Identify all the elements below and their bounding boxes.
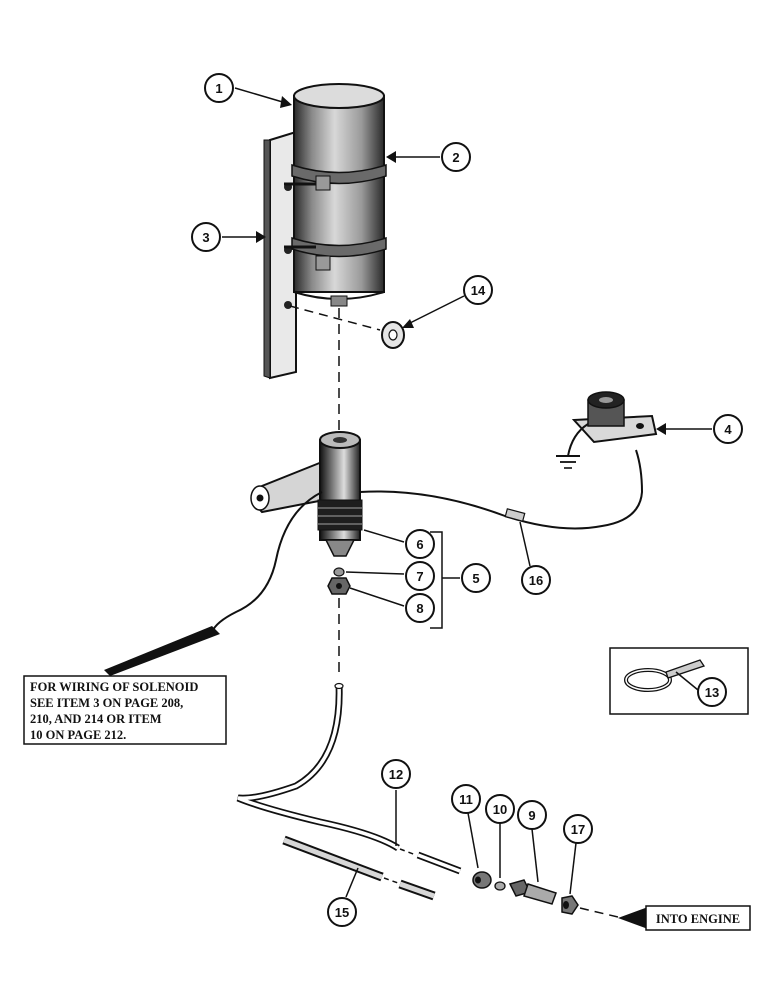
fitting-nut-11 — [472, 871, 492, 889]
svg-text:11: 11 — [459, 792, 473, 807]
callout-13: 13 — [697, 677, 727, 707]
callout-10: 10 — [485, 794, 515, 824]
svg-text:8: 8 — [416, 601, 423, 616]
callout-2: 2 — [441, 142, 471, 172]
wire-harness — [359, 449, 644, 530]
svg-text:7: 7 — [416, 569, 423, 584]
ferrule — [494, 881, 506, 891]
svg-text:2: 2 — [452, 150, 459, 165]
callout-5: 5 — [461, 563, 491, 593]
mounting-plate — [263, 130, 297, 380]
check-ball — [333, 567, 345, 577]
wiring-note-line-3: 210, AND 214 OR ITEM — [30, 712, 162, 726]
callout-8: 8 — [405, 593, 435, 623]
washer — [381, 321, 405, 349]
svg-text:16: 16 — [529, 573, 543, 588]
svg-text:3: 3 — [202, 230, 209, 245]
callout-1: 1 — [204, 73, 234, 103]
pressure-switch — [556, 391, 658, 469]
wiring-note-line-4: 10 ON PAGE 212. — [30, 728, 126, 742]
solenoid-valve — [250, 431, 363, 557]
wiring-note-line-1: FOR WIRING OF SOLENOID — [30, 680, 198, 694]
wiring-note-line-2: SEE ITEM 3 ON PAGE 208, — [30, 696, 183, 710]
mounting-strap — [284, 163, 387, 271]
leader-lines — [222, 87, 712, 898]
callout-14: 14 — [463, 275, 493, 305]
connector-9 — [508, 879, 557, 905]
callout-6: 6 — [405, 529, 435, 559]
svg-text:15: 15 — [335, 905, 349, 920]
solenoid-wire — [211, 491, 323, 633]
svg-text:INTO ENGINE: INTO ENGINE — [656, 912, 740, 926]
fitting-nut — [327, 577, 351, 595]
fluid-canister — [284, 83, 387, 307]
svg-text:1: 1 — [215, 81, 222, 96]
tube — [236, 682, 462, 875]
svg-text:12: 12 — [389, 767, 403, 782]
svg-text:4: 4 — [724, 422, 732, 437]
svg-text:9: 9 — [528, 808, 535, 823]
engine-label: INTO ENGINE — [618, 905, 751, 931]
engine-centerline — [579, 907, 623, 919]
callout-3: 3 — [191, 222, 221, 252]
svg-text:13: 13 — [705, 685, 719, 700]
callout-7: 7 — [405, 561, 435, 591]
callout-16: 16 — [521, 565, 551, 595]
svg-text:5: 5 — [472, 571, 479, 586]
wiring-note: FOR WIRING OF SOLENOID SEE ITEM 3 ON PAG… — [23, 626, 227, 745]
cable-tie-inset — [609, 647, 749, 715]
svg-text:10: 10 — [493, 802, 507, 817]
callout-12: 12 — [381, 759, 411, 789]
washer-centerline — [289, 305, 381, 331]
group-bracket — [430, 531, 443, 629]
svg-text:14: 14 — [471, 283, 486, 298]
svg-text:17: 17 — [571, 822, 585, 837]
ground-symbol — [556, 455, 580, 469]
sleeve — [282, 835, 436, 901]
svg-text:6: 6 — [416, 537, 423, 552]
callout-15: 15 — [327, 897, 357, 927]
callout-4: 4 — [713, 414, 743, 444]
fitting-17 — [561, 895, 579, 915]
callout-11: 11 — [451, 784, 481, 814]
callout-17: 17 — [563, 814, 593, 844]
callout-9: 9 — [517, 800, 547, 830]
